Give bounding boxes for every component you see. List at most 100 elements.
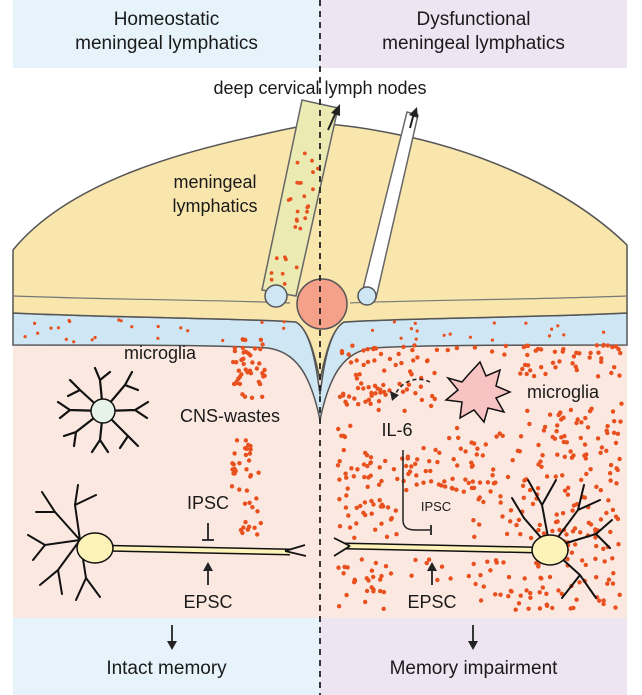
waste-dot bbox=[415, 355, 420, 360]
waste-dot bbox=[508, 508, 514, 513]
waste-dot bbox=[562, 333, 566, 337]
waste-dot bbox=[437, 450, 442, 455]
waste-dot bbox=[357, 372, 362, 377]
waste-dot bbox=[412, 343, 417, 348]
waste-dot bbox=[481, 584, 486, 589]
waste-dot bbox=[518, 434, 524, 439]
waste-dot bbox=[293, 225, 298, 229]
waste-dot bbox=[255, 532, 260, 537]
waste-dot bbox=[336, 565, 341, 570]
waste-dot bbox=[449, 485, 455, 491]
waste-dot bbox=[239, 372, 244, 377]
waste-dot bbox=[500, 514, 505, 519]
waste-dot bbox=[282, 282, 287, 286]
waste-dot bbox=[373, 527, 378, 532]
waste-dot bbox=[471, 518, 476, 523]
waste-dot bbox=[68, 319, 72, 324]
waste-dot bbox=[90, 338, 94, 342]
waste-dot bbox=[617, 456, 622, 462]
waste-dot bbox=[454, 345, 460, 351]
waste-dot bbox=[248, 443, 253, 449]
waste-dot bbox=[554, 512, 559, 517]
waste-dot bbox=[610, 344, 615, 350]
waste-dot bbox=[368, 401, 373, 406]
waste-dot bbox=[596, 350, 601, 355]
drain-arrow-right-head bbox=[409, 107, 418, 118]
waste-dot bbox=[599, 356, 604, 361]
right-axon-terminal bbox=[333, 537, 351, 557]
cns-wastes-label: CNS-wastes bbox=[179, 406, 281, 426]
waste-dot bbox=[391, 467, 397, 472]
waste-dot bbox=[375, 386, 380, 391]
waste-dot bbox=[382, 389, 387, 395]
waste-dot bbox=[469, 440, 474, 445]
waste-dot bbox=[348, 423, 353, 428]
waste-dot bbox=[229, 484, 235, 489]
waste-dot bbox=[574, 367, 579, 373]
waste-dot bbox=[535, 486, 541, 491]
waste-dot bbox=[242, 501, 248, 506]
waste-dot bbox=[463, 449, 468, 454]
waste-dot bbox=[468, 335, 472, 339]
waste-dot bbox=[354, 521, 359, 526]
waste-dot bbox=[363, 399, 368, 404]
waste-dot bbox=[241, 350, 246, 355]
header-left-line2: meningeal lymphatics bbox=[75, 33, 258, 54]
waste-dot bbox=[463, 477, 468, 482]
waste-dot bbox=[352, 580, 357, 585]
waste-dot bbox=[383, 458, 388, 464]
waste-dot bbox=[186, 329, 190, 333]
waste-dot bbox=[387, 356, 393, 362]
waste-dot bbox=[472, 345, 478, 350]
waste-dot bbox=[597, 598, 602, 603]
waste-dot bbox=[557, 527, 562, 533]
waste-dot bbox=[556, 412, 561, 418]
waste-dot bbox=[428, 468, 433, 474]
waste-dot bbox=[528, 590, 533, 596]
waste-dot bbox=[237, 381, 243, 387]
waste-dot bbox=[525, 363, 531, 368]
waste-dot bbox=[578, 435, 583, 441]
waste-dot bbox=[369, 568, 375, 573]
waste-dot bbox=[547, 574, 553, 580]
waste-dot bbox=[56, 326, 61, 330]
waste-dot bbox=[541, 531, 547, 536]
waste-dot bbox=[241, 361, 246, 367]
left-axon-fill bbox=[99, 546, 291, 554]
waste-dot bbox=[562, 454, 567, 459]
waste-dot bbox=[536, 527, 541, 533]
waste-dot bbox=[294, 265, 299, 270]
waste-dot bbox=[346, 352, 351, 357]
healthy-microglia-body bbox=[90, 398, 116, 424]
waste-dot bbox=[415, 457, 420, 462]
waste-dot bbox=[373, 391, 378, 396]
waste-dot bbox=[478, 573, 483, 578]
waste-dot bbox=[426, 557, 432, 562]
waste-dot bbox=[371, 345, 377, 351]
waste-dot bbox=[262, 367, 267, 373]
waste-dot bbox=[430, 393, 435, 399]
waste-dot bbox=[354, 505, 359, 510]
right-neuron bbox=[511, 479, 613, 599]
waste-dot bbox=[461, 489, 466, 494]
right-epsc-label: EPSC bbox=[407, 592, 457, 612]
right-neuron-soma bbox=[531, 534, 569, 566]
waste-dot bbox=[393, 362, 398, 368]
waste-dot bbox=[316, 166, 320, 171]
right-ipsc-label: IPSC bbox=[420, 499, 452, 514]
waste-dot bbox=[594, 575, 599, 580]
right-outcome-label: Memory impairment bbox=[389, 658, 558, 679]
waste-dot bbox=[606, 577, 612, 582]
left-neuron bbox=[27, 484, 101, 601]
waste-dot bbox=[528, 595, 533, 600]
waste-dot bbox=[471, 485, 477, 491]
waste-dot bbox=[594, 343, 600, 348]
waste-dot bbox=[599, 445, 605, 450]
waste-dot bbox=[435, 577, 440, 583]
waste-dot bbox=[352, 535, 357, 540]
waste-dot bbox=[234, 379, 239, 385]
waste-dot bbox=[362, 500, 368, 505]
waste-dot bbox=[234, 438, 240, 443]
waste-dot bbox=[606, 498, 611, 503]
meningeal-lymphatics-label-1: meningeal bbox=[173, 172, 257, 192]
